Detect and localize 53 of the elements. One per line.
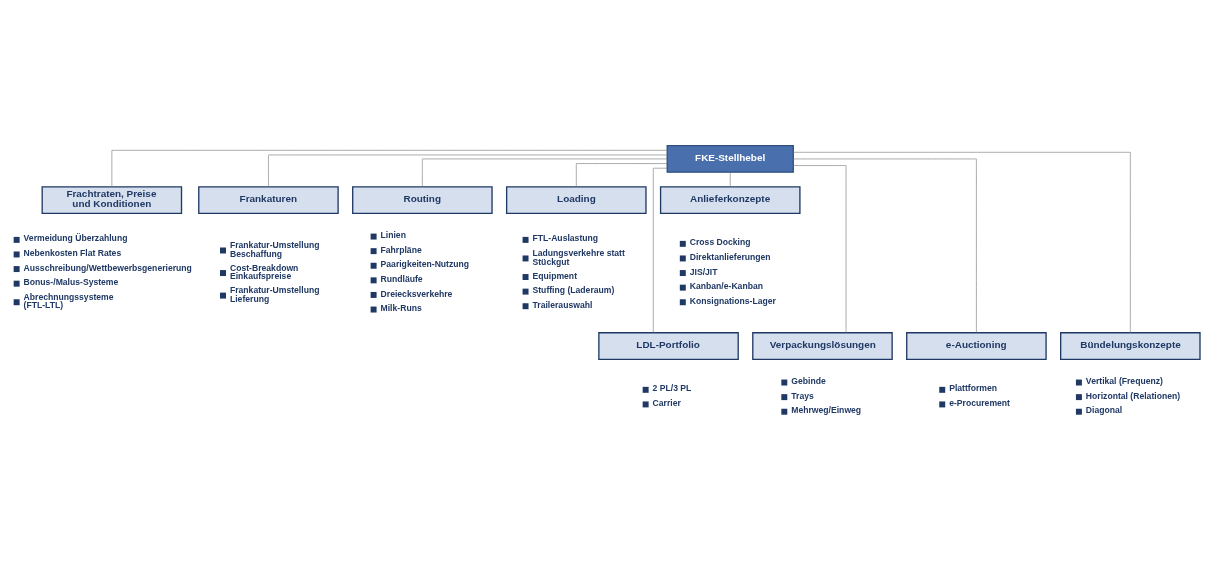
node-label: Nebenkosten Flat Rates [23, 248, 122, 259]
node-label: Linien [380, 230, 406, 241]
node-label: Direktanlieferungen [689, 252, 771, 263]
node-label: Frankatur-Umstellung Lieferung [229, 285, 320, 304]
connector [652, 167, 668, 333]
node-label: Horizontal (Relationen) [1085, 390, 1181, 401]
node-label: Fahrpläne [380, 244, 422, 255]
node-label: JIS/JIT [689, 266, 718, 277]
node-box: Loading [505, 186, 647, 214]
node-label: Abrechnungssysteme (FTL-LTL) [23, 291, 114, 311]
node-label: Kanban/e-Kanban [689, 281, 763, 292]
node-label: Cross Docking [689, 237, 751, 248]
node-box: e-Auctioning [906, 332, 1047, 360]
node-label: Gebinde [791, 376, 826, 387]
node-box: Verpackungslösungen [752, 332, 893, 360]
node-box: FKE-Stellhebel [666, 145, 794, 173]
node-label: 2 PL/3 PL [652, 383, 692, 394]
node-box: Frachtraten, Preise und Konditionen [41, 186, 183, 214]
node-label: e-Procurement [949, 398, 1010, 409]
connector [729, 172, 731, 188]
node-box: Anlieferkonzepte [659, 186, 801, 214]
connector [268, 154, 668, 188]
node-box: Bündelungskonzepte [1060, 332, 1201, 360]
connector [575, 163, 668, 187]
connector [793, 151, 1131, 334]
node-label: Plattformen [949, 383, 998, 394]
node-label: Trailerauswahl [532, 299, 593, 310]
node-label: Carrier [652, 398, 681, 409]
node-label: Dreiecksverkehre [380, 288, 453, 299]
node-label: Cost-Breakdown Einkaufspreise [229, 262, 299, 282]
node-label: Ausschreibung/Wettbewerbsgenerierung [23, 262, 192, 273]
connector [793, 165, 847, 334]
node-label: Trays [791, 390, 814, 401]
node-box: Routing [352, 186, 493, 214]
node-label: Frankatur-Umstellung Beschaffung [229, 240, 320, 259]
connector [792, 158, 977, 333]
node-label: Paarigkeiten-Nutzung [380, 259, 470, 270]
node-label: Milk-Runs [380, 303, 422, 314]
node-label: Konsignations-Lager [689, 295, 776, 306]
node-label: Diagonal [1085, 405, 1123, 416]
node-label: Stuffing (Laderaum) [532, 285, 615, 296]
node-box: LDL-Portfolio [598, 332, 739, 360]
node-box: Frankaturen [198, 186, 339, 214]
node-label: Bonus-/Malus-Systeme [23, 277, 119, 288]
node-label: Equipment [532, 270, 577, 281]
connector [111, 149, 668, 188]
node-label: Ladungsverkehre statt Stückgut [532, 248, 625, 267]
node-label: FTL-Auslastung [532, 233, 599, 244]
connector [422, 158, 668, 187]
node-label: Mehrweg/Einweg [791, 405, 862, 416]
node-label: Vertikal (Frequenz) [1085, 376, 1163, 387]
node-label: Rundläufe [380, 273, 423, 284]
node-label: Vermeidung Überzahlung [23, 233, 128, 244]
